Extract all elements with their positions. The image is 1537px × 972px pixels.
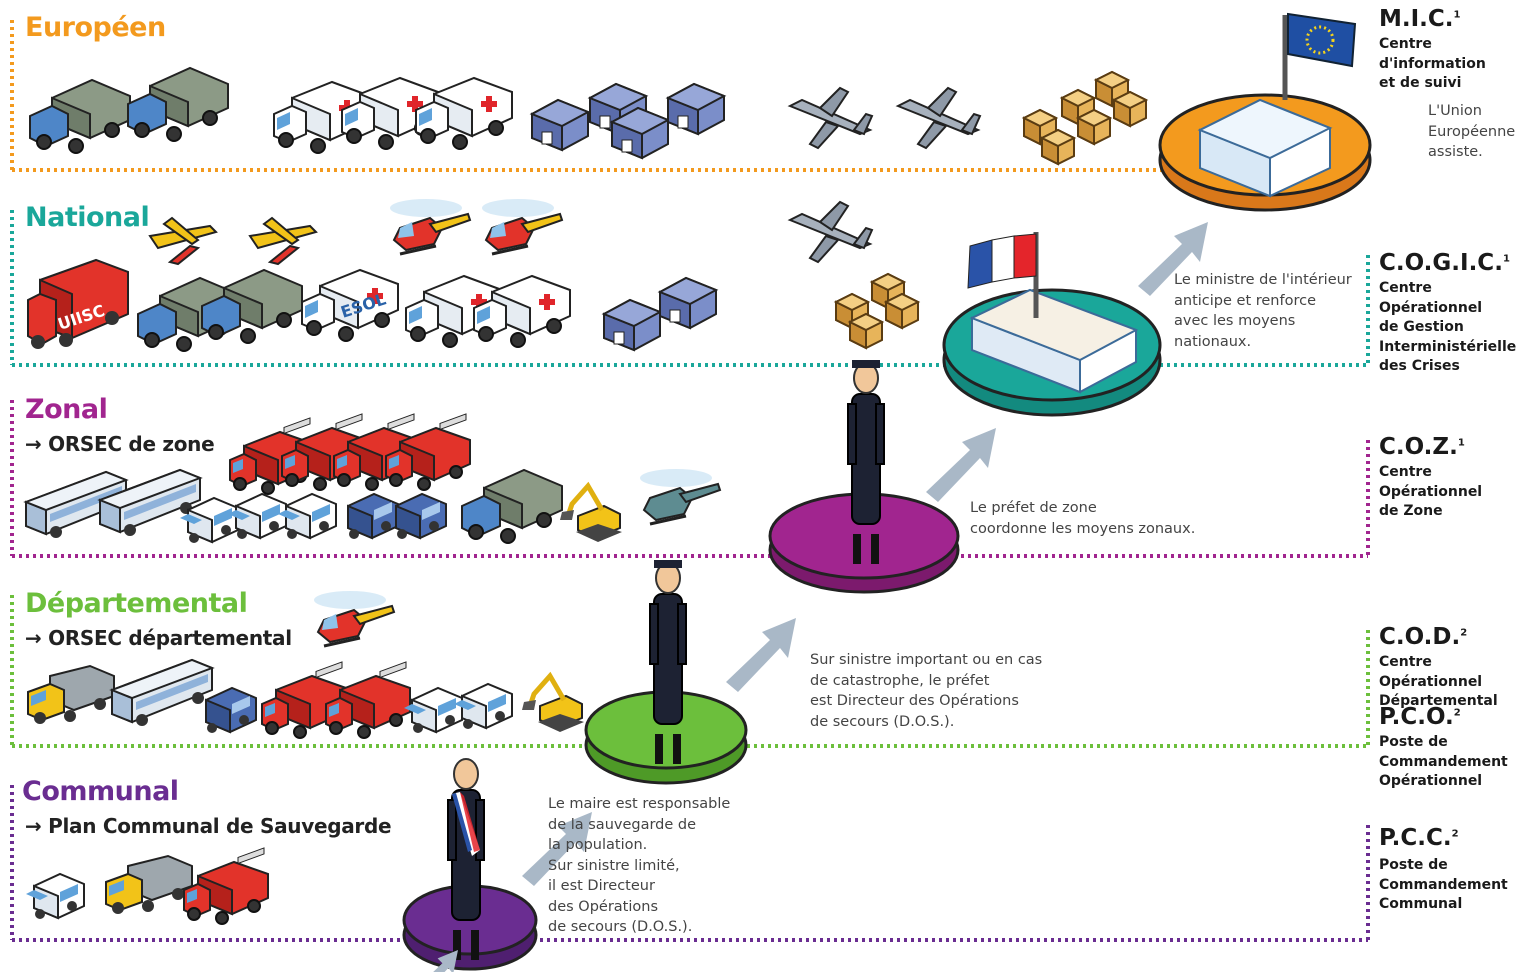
level-subtitle-departemental: → ORSEC départemental (25, 626, 292, 650)
dump-truck-icon (105, 855, 193, 915)
military-truck-icon (201, 269, 303, 344)
eu-building-icon (1197, 98, 1333, 198)
military-truck-icon (29, 79, 131, 154)
bus-icon (111, 659, 213, 727)
eu-platform (1158, 12, 1372, 212)
military-truck-icon (127, 67, 229, 142)
org-code-mic: M.I.C.1 (1379, 6, 1461, 32)
dump-truck-icon (27, 665, 115, 725)
communal-resources (25, 846, 269, 925)
excavator-icon (522, 676, 584, 732)
fire-engine-icon (183, 846, 269, 925)
level-frame-communal (10, 785, 1370, 942)
supply-crates-icon (849, 313, 883, 349)
mayor-icon (448, 759, 484, 960)
van-icon (347, 493, 399, 540)
van-icon (395, 493, 447, 540)
cargo-plane-icon (789, 87, 873, 149)
national-platform (942, 232, 1162, 417)
ministry-building-icon (969, 288, 1139, 394)
excavator-icon (560, 486, 622, 542)
level-subtitle-zonal: → ORSEC de zone (25, 432, 215, 456)
samu-ambulance-icon (227, 493, 287, 540)
supply-crates-icon (885, 293, 919, 329)
level-frame-zonal (10, 400, 1370, 558)
arrow-zonal-to-departemental (726, 618, 796, 692)
prefect-icon (848, 360, 884, 564)
zonal-resources (25, 412, 722, 544)
water-bomber-icon (149, 217, 217, 265)
europeen-resources (29, 67, 1147, 165)
van-icon (205, 687, 257, 734)
helicopter-icon (480, 197, 564, 256)
samu-ambulance-icon (453, 683, 513, 730)
helicopter-icon (312, 589, 396, 648)
helicopter-icon (640, 469, 722, 526)
eu-flag-icon (1287, 12, 1357, 68)
org-code-cod: C.O.D.2 (1379, 624, 1468, 650)
level-frame-departemental (10, 595, 1370, 748)
tent-icon (659, 277, 717, 329)
fire-truck-icon (27, 258, 129, 349)
org-code-coz: C.O.Z.1 (1379, 434, 1465, 460)
samu-ambulance-icon (277, 493, 337, 540)
national-resources (27, 197, 919, 352)
level-subtitle-communal: → Plan Communal de Sauvegarde (25, 814, 392, 838)
supply-crates-icon (1077, 109, 1111, 145)
samu-ambulance-icon (403, 687, 463, 734)
org-code-pco: P.C.O.2 (1379, 704, 1461, 730)
departemental-platform (584, 560, 748, 785)
level-title-zonal: Zonal (25, 394, 108, 425)
supply-crates-icon (1041, 129, 1075, 165)
supply-crates-icon (1113, 91, 1147, 127)
prefect-icon (650, 560, 686, 764)
water-bomber-icon (249, 217, 317, 265)
level-title-departemental: Départemental (25, 588, 248, 619)
org-code-pcc: P.C.C.2 (1379, 825, 1459, 851)
level-title-national: National (25, 202, 150, 233)
tent-icon (531, 99, 589, 151)
zonal-platform (768, 360, 960, 594)
samu-ambulance-icon (25, 873, 85, 920)
helicopter-icon (388, 197, 472, 256)
french-flag-icon (967, 233, 1037, 289)
arrow-national-to-zonal (926, 428, 996, 502)
fire-engine-icon (325, 660, 411, 739)
level-title-europeen: Européen (25, 12, 166, 43)
communal-platform (402, 759, 538, 971)
level-frame-national (10, 210, 1370, 367)
cargo-plane-icon (897, 87, 981, 149)
level-title-communal: Communal (22, 776, 179, 807)
tent-icon (667, 83, 725, 135)
org-code-cogic: C.O.G.I.C.1 (1379, 250, 1510, 276)
level-frame-europeen (10, 20, 1180, 172)
military-truck-icon (461, 469, 563, 544)
tent-icon (603, 299, 661, 351)
cargo-plane-icon (789, 201, 873, 263)
